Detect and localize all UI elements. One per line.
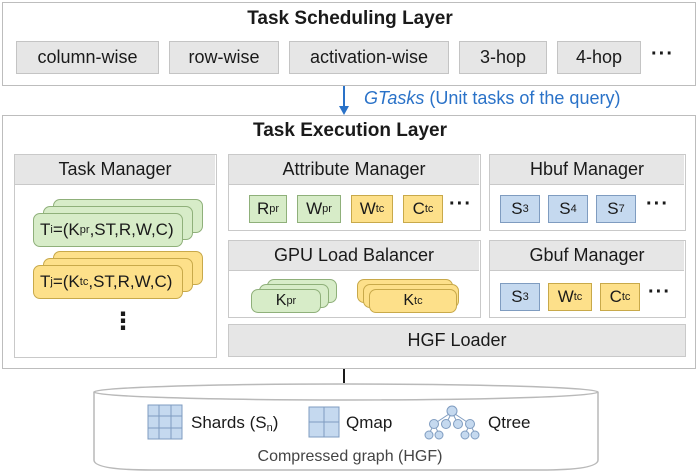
qmap-label: Qmap xyxy=(346,413,393,432)
hgf-loader: HGF Loader xyxy=(228,324,686,357)
ti-post: ,ST,R,W,C) xyxy=(89,220,174,239)
execution-layer-title: Task Execution Layer xyxy=(253,120,447,141)
shards-icon xyxy=(147,404,183,440)
shards-label: Shards (Sn) xyxy=(191,413,279,434)
hbuf-ellipsis: ··· xyxy=(646,193,669,215)
qtree-icon xyxy=(424,405,480,440)
ti-pre: =(K xyxy=(52,220,80,239)
scheduling-layer-title: Task Scheduling Layer xyxy=(247,8,453,29)
chip-main: W xyxy=(359,199,376,218)
chip-main: S xyxy=(559,199,571,218)
ti-letter: T xyxy=(40,220,51,239)
qtree-label: Qtree xyxy=(488,413,531,432)
chip-main: W xyxy=(306,199,323,218)
shards-sub: n xyxy=(266,422,273,434)
gtasks-name: GTasks xyxy=(364,88,425,108)
gtasks-description: (Unit tasks of the query) xyxy=(429,88,621,108)
loader-connector xyxy=(343,369,345,383)
gpu-load-balancer-title: GPU Load Balancer xyxy=(229,241,479,271)
gtasks-label: GTasks (Unit tasks of the query) xyxy=(364,88,620,109)
storage-caption: Compressed graph (HGF) xyxy=(257,448,443,465)
chip-main: C xyxy=(609,287,622,306)
gbuf-ellipsis: ··· xyxy=(648,281,671,303)
chip-main: W xyxy=(557,287,574,306)
attribute-ellipsis: ··· xyxy=(449,193,472,215)
task-column-wise: column-wise xyxy=(16,41,159,74)
more-tasks-ellipsis: ··· xyxy=(651,43,674,65)
attribute-manager-title: Attribute Manager xyxy=(229,155,479,185)
task-manager-title: Task Manager xyxy=(15,155,215,185)
hbuf-manager-title: Hbuf Manager xyxy=(490,155,684,185)
shards-text: Shards (S xyxy=(191,413,267,432)
tj-letter: T xyxy=(40,272,51,291)
gtasks-arrow xyxy=(339,86,349,115)
task-activation-wise: activation-wise xyxy=(289,41,449,74)
tj-post: ,ST,R,W,C) xyxy=(88,272,173,291)
kpr-main: K xyxy=(275,292,287,309)
chip-main: S xyxy=(607,199,619,218)
storage-cylinder xyxy=(93,383,599,471)
more-tasks-vertical-ellipsis: ⋮ xyxy=(111,308,136,335)
task-3-hop: 3-hop xyxy=(459,41,547,74)
task-row-wise: row-wise xyxy=(169,41,279,74)
chip-main: S xyxy=(511,199,523,218)
tj-pre: =(K xyxy=(52,272,80,291)
shards-close: ) xyxy=(272,413,279,432)
task-scheduling-layer: Task Scheduling Layer column-wise row-wi… xyxy=(2,2,696,86)
task-4-hop: 4-hop xyxy=(557,41,641,74)
qmap-icon xyxy=(308,406,340,438)
chip-main: R xyxy=(256,199,270,218)
gbuf-manager-title: Gbuf Manager xyxy=(490,241,684,271)
chip-main: S xyxy=(511,287,523,306)
chip-main: C xyxy=(412,199,425,218)
ktc-main: K xyxy=(403,292,415,309)
